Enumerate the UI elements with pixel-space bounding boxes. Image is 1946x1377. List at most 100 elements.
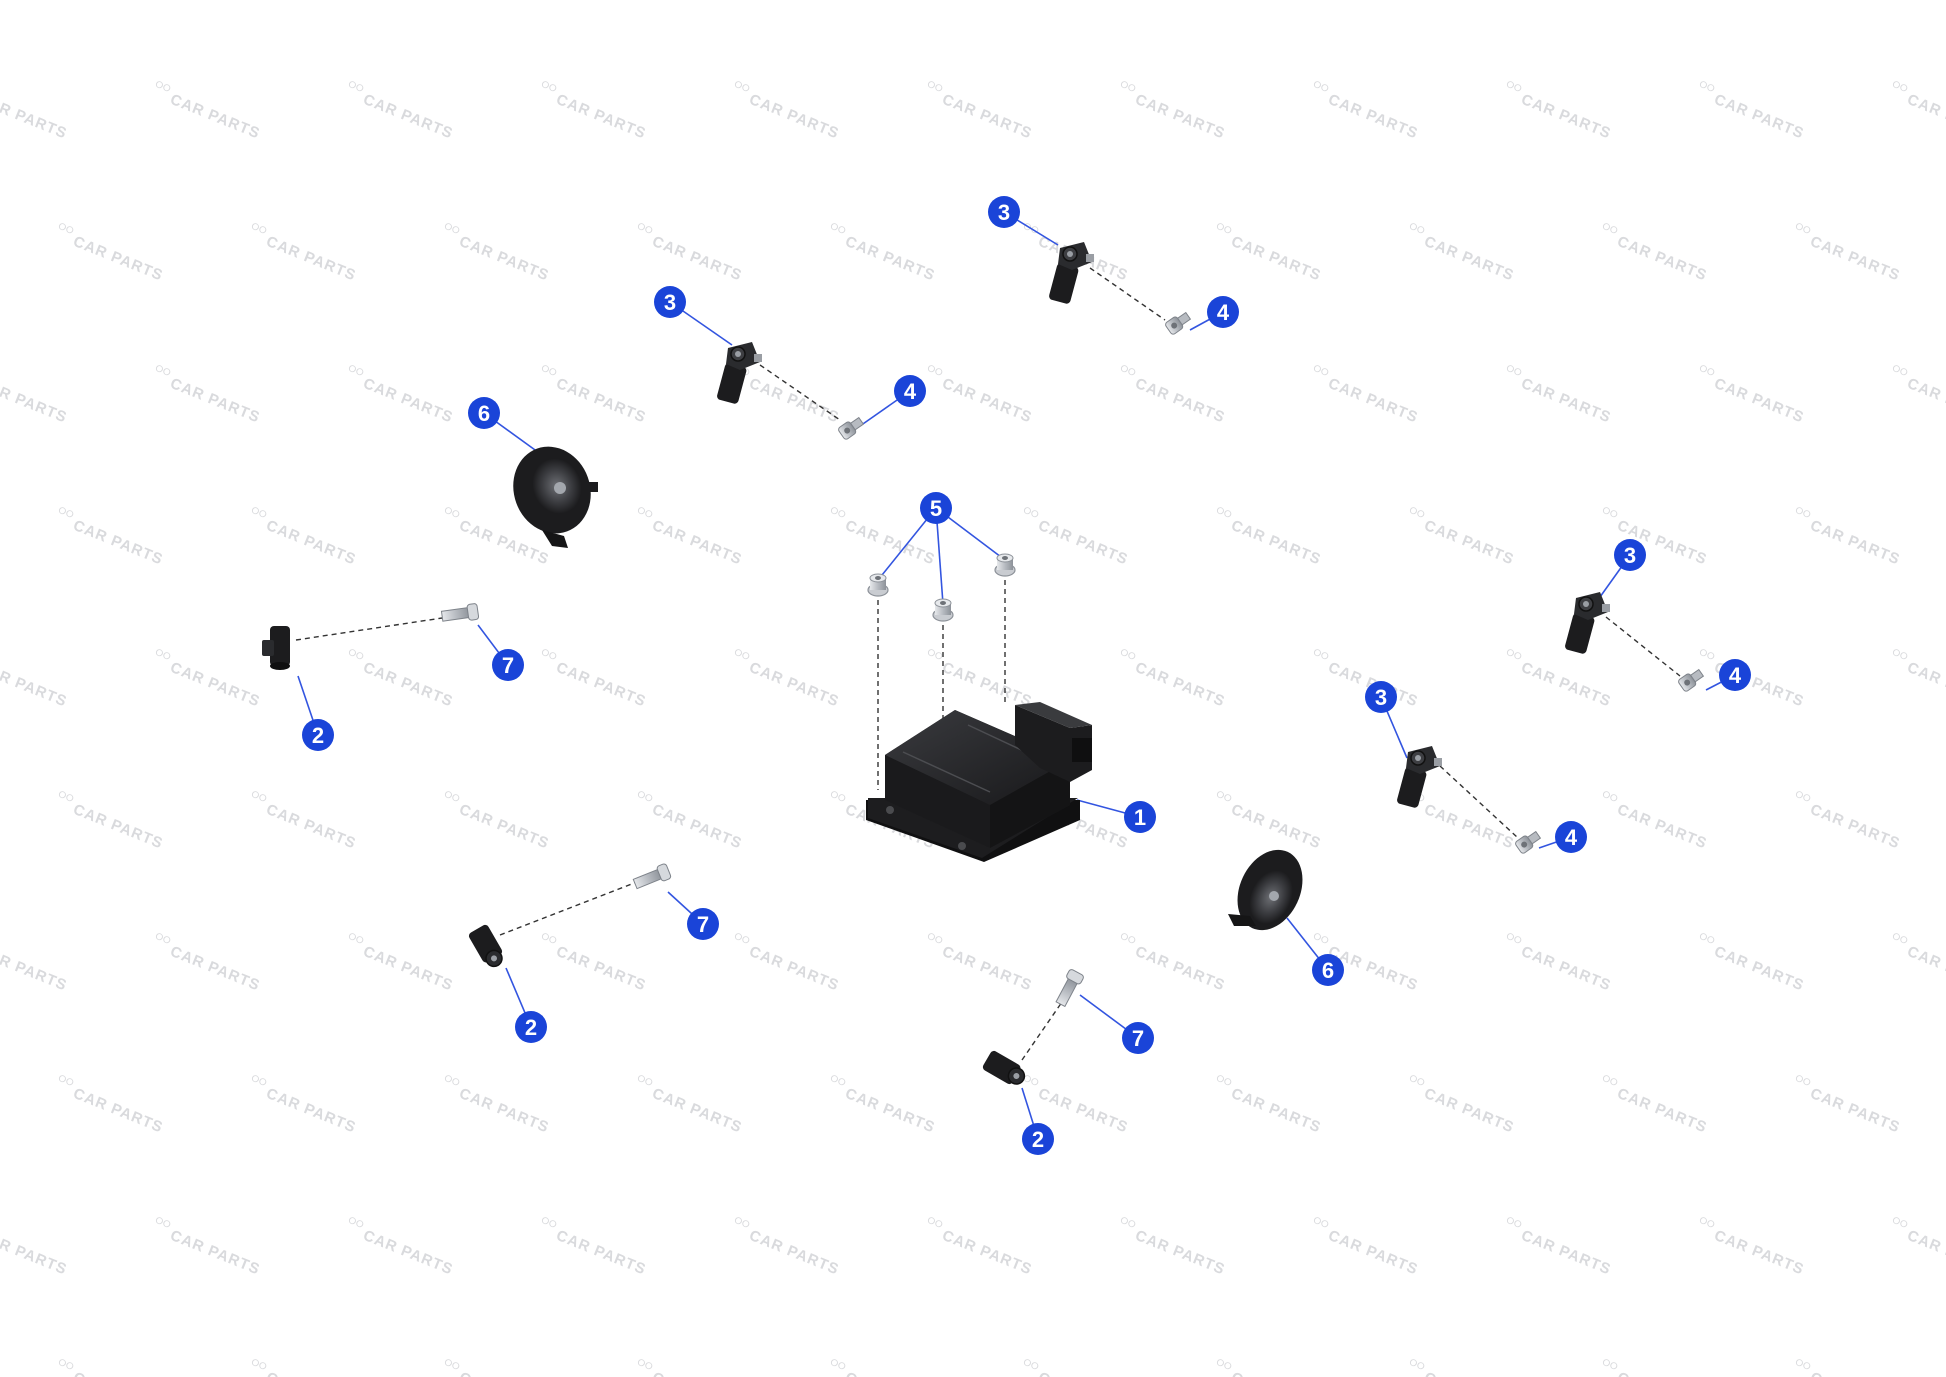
callout-label: 6: [1322, 958, 1334, 983]
watermark-logo: ⵔⵔ: [57, 1073, 76, 1088]
watermark-logo: ⵔⵔ: [926, 79, 945, 94]
watermark-text: CAR PARTS: [1712, 91, 1807, 142]
leader-line: [935, 507, 944, 605]
control-module: [866, 702, 1092, 862]
watermark-logo: ⵔⵔ: [1891, 1215, 1910, 1230]
watermark-text: CAR PARTS: [1326, 375, 1421, 426]
watermark-logo: ⵔⵔ: [926, 363, 945, 378]
watermark-logo: ⵔⵔ: [1794, 1357, 1813, 1372]
callout-label: 3: [998, 200, 1010, 225]
mount-hole: [958, 842, 966, 850]
watermark-logo: ⵔⵔ: [1601, 221, 1620, 236]
cylindrical-sensor: [468, 924, 503, 968]
connector-housing: [1015, 705, 1092, 782]
watermark-text: CAR PARTS: [554, 91, 649, 142]
callout-label: 4: [1217, 300, 1230, 325]
watermark-text: CAR PARTS: [1519, 659, 1614, 710]
dashed-line: [295, 617, 443, 641]
callout-1: 1: [1124, 801, 1156, 833]
watermark-text: CAR PARTS: [1133, 943, 1228, 994]
callout-5: 5: [920, 492, 952, 524]
dashed-line: [1089, 267, 1166, 321]
watermark-logo: ⵔⵔ: [1312, 363, 1331, 378]
watermark-text: CAR PARTS: [1808, 517, 1903, 568]
watermark-text: CAR PARTS: [0, 943, 70, 994]
watermark-text: CAR PARTS: [940, 1227, 1035, 1278]
watermark-logo: ⵔⵔ: [540, 1215, 559, 1230]
callout-3: 3: [1365, 681, 1397, 713]
watermark-text: CAR PARTS: [1229, 233, 1324, 284]
watermark-logo: ⵔⵔ: [1601, 1073, 1620, 1088]
watermark-logo: ⵔⵔ: [733, 79, 752, 94]
round-sensor: [513, 446, 598, 548]
watermark-logo: ⵔⵔ: [154, 363, 173, 378]
callout-label: 5: [930, 496, 942, 521]
watermark-logo: ⵔⵔ: [636, 1357, 655, 1372]
watermark-logo: ⵔⵔ: [1119, 79, 1138, 94]
watermark-text: CAR PARTS: [843, 233, 938, 284]
dashed-line: [759, 364, 841, 421]
callout-4: 4: [1555, 821, 1587, 853]
watermark-logo: ⵔⵔ: [1215, 505, 1234, 520]
watermark-logo: ⵔⵔ: [347, 647, 366, 662]
watermark-text: CAR PARTS: [650, 517, 745, 568]
watermark-logo: ⵔⵔ: [1312, 1215, 1331, 1230]
watermark-text: CAR PARTS: [457, 233, 552, 284]
watermark-logo: ⵔⵔ: [1505, 363, 1524, 378]
watermark-text: CAR PARTS: [1615, 1085, 1710, 1136]
watermark-text: CAR PARTS: [554, 943, 649, 994]
watermark-text: CAR PARTS: [1808, 1369, 1903, 1377]
watermark-logo: ⵔⵔ: [733, 931, 752, 946]
nut: [867, 573, 889, 597]
watermark-logo: ⵔⵔ: [1215, 1357, 1234, 1372]
watermark-text: CAR PARTS: [650, 1085, 745, 1136]
watermark-logo: ⵔⵔ: [1408, 505, 1427, 520]
callout-7: 7: [492, 649, 524, 681]
watermark-text: CAR PARTS: [0, 1227, 70, 1278]
watermark-logo: ⵔⵔ: [443, 1073, 462, 1088]
watermark-text: CAR PARTS: [747, 659, 842, 710]
callout-label: 7: [697, 912, 709, 937]
watermark-logo: ⵔⵔ: [1505, 79, 1524, 94]
watermark-text: CAR PARTS: [1229, 801, 1324, 852]
sensor-with-bracket: [1397, 746, 1442, 808]
watermark-text: CAR PARTS: [1808, 1085, 1903, 1136]
watermark-text: CAR PARTS: [71, 517, 166, 568]
watermark-text: CAR PARTS: [1133, 1227, 1228, 1278]
watermark-text: CAR PARTS: [747, 1227, 842, 1278]
watermark-text: CAR PARTS: [0, 91, 70, 142]
watermark-logo: ⵔⵔ: [1312, 79, 1331, 94]
